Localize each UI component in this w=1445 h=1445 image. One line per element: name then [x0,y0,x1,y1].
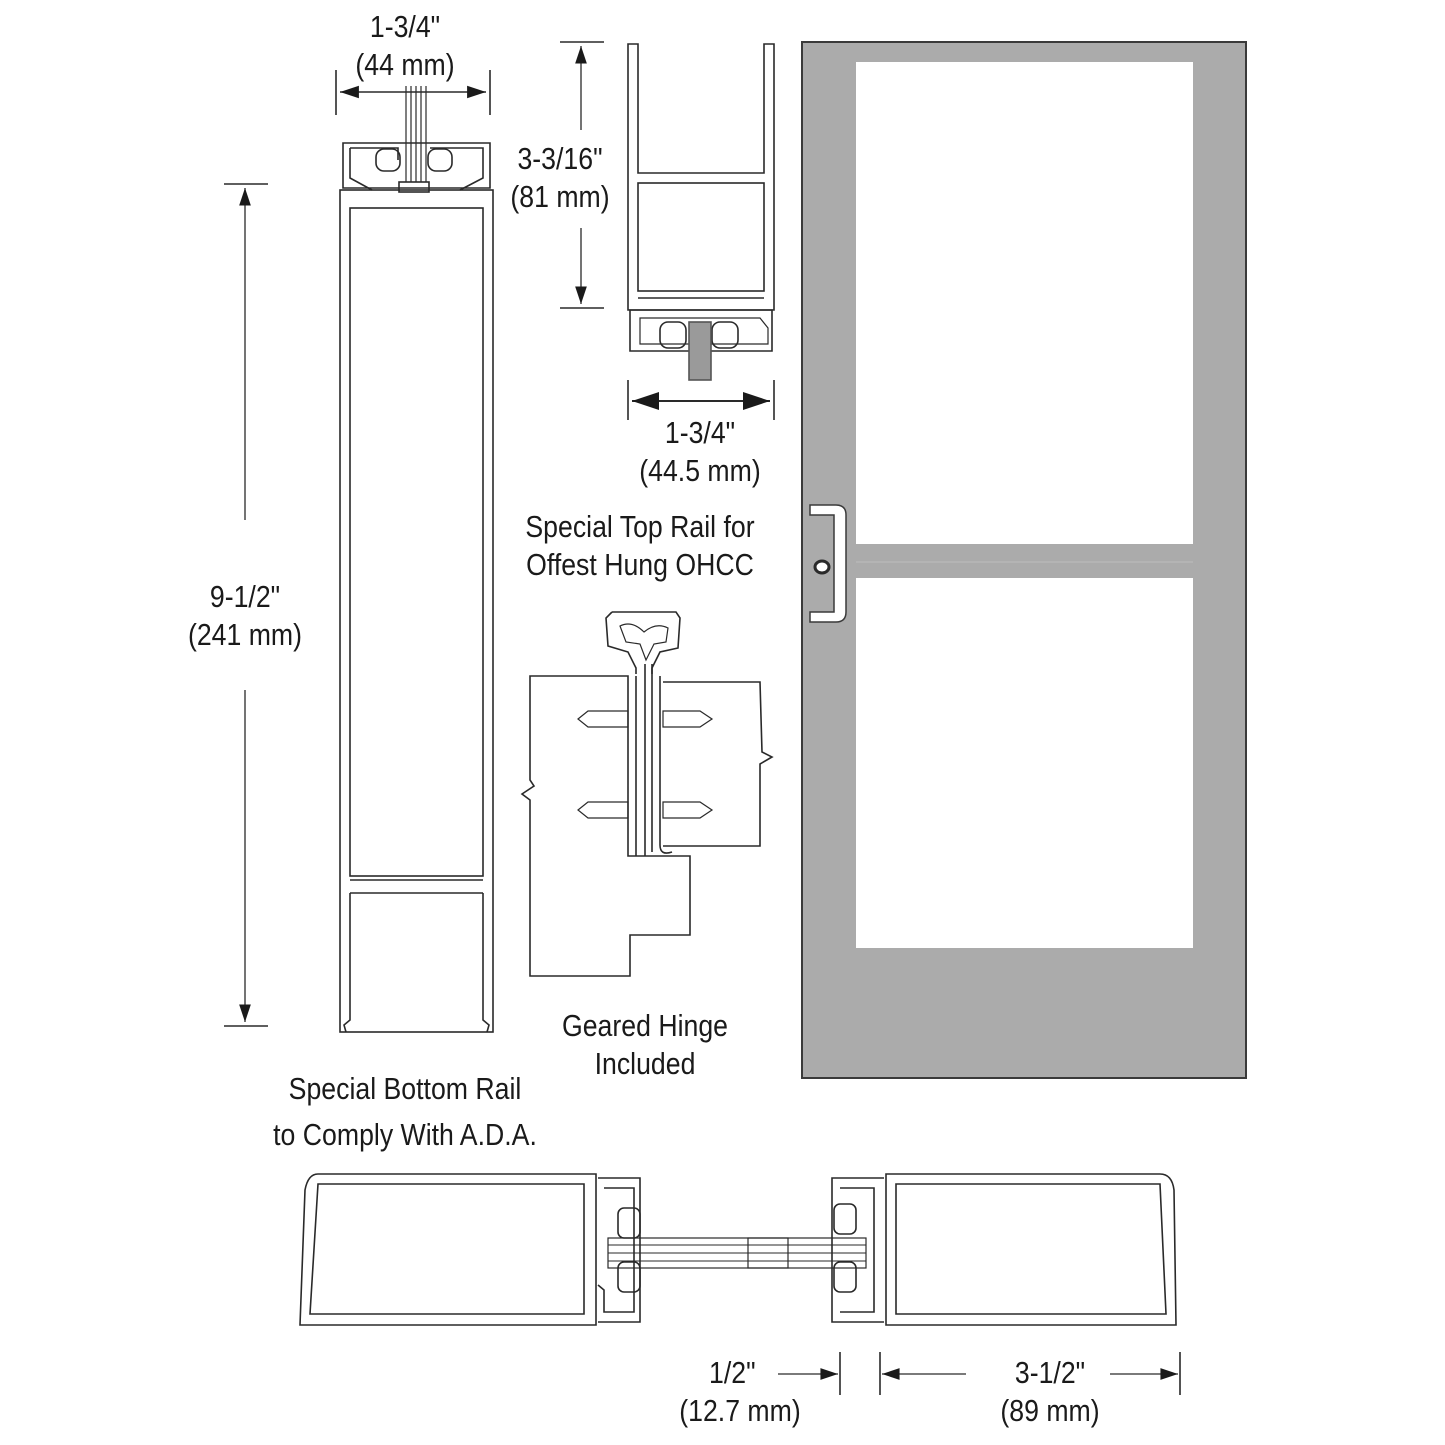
dim-glass-stop: 1/2" (12.7 mm) [671,1354,809,1430]
door-elevation [801,41,1247,1079]
dim-imperial: 1-3/4" [369,9,441,44]
caption-line: to Comply With A.D.A. [273,1117,537,1152]
lower-glass-lite [856,578,1193,948]
dim-imperial: 9-1/2" [209,579,281,614]
dim-top-rail-height: 3-3/16" (81 mm) [500,140,620,216]
caption-line: Special Bottom Rail [288,1071,522,1106]
dim-metric: (12.7 mm) [679,1393,801,1428]
dim-bottom-rail-height: 9-1/2" (241 mm) [172,578,318,654]
dim-top-width: 1-3/4" (44 mm) [332,8,478,84]
upper-glass-lite [856,62,1193,544]
dim-stile-width: 3-1/2" (89 mm) [981,1354,1119,1430]
dim-metric: (44 mm) [355,47,455,82]
dim-imperial: 3-1/2" [1014,1355,1086,1390]
dim-imperial: 1-3/4" [664,415,736,450]
dim-imperial: 3-3/16" [517,141,603,176]
caption-line: Offest Hung OHCC [526,547,754,582]
bottom-rail-section [224,70,494,1033]
top-rail-section [560,41,775,420]
geared-hinge [520,611,774,977]
caption-line: Geared Hinge [561,1008,728,1043]
dim-top-rail-width: 1-3/4" (44.5 mm) [627,414,773,490]
lock-cylinder-icon [813,559,831,575]
pull-handle-icon[interactable] [809,504,847,623]
caption-top-rail: Special Top Rail for Offest Hung OHCC [502,508,777,584]
stile-sections [299,1173,1181,1395]
dim-imperial: 1/2" [709,1355,756,1390]
caption-line: Included [594,1046,696,1081]
caption-hinge: Geared Hinge Included [546,1007,744,1083]
caption-line: Special Top Rail for [525,509,755,544]
caption-bottom-rail: Special Bottom Rail to Comply With A.D.A… [263,1066,547,1158]
dim-metric: (241 mm) [187,617,303,652]
dim-metric: (89 mm) [1000,1393,1100,1428]
dim-metric: (44.5 mm) [639,453,761,488]
dim-metric: (81 mm) [510,179,610,214]
